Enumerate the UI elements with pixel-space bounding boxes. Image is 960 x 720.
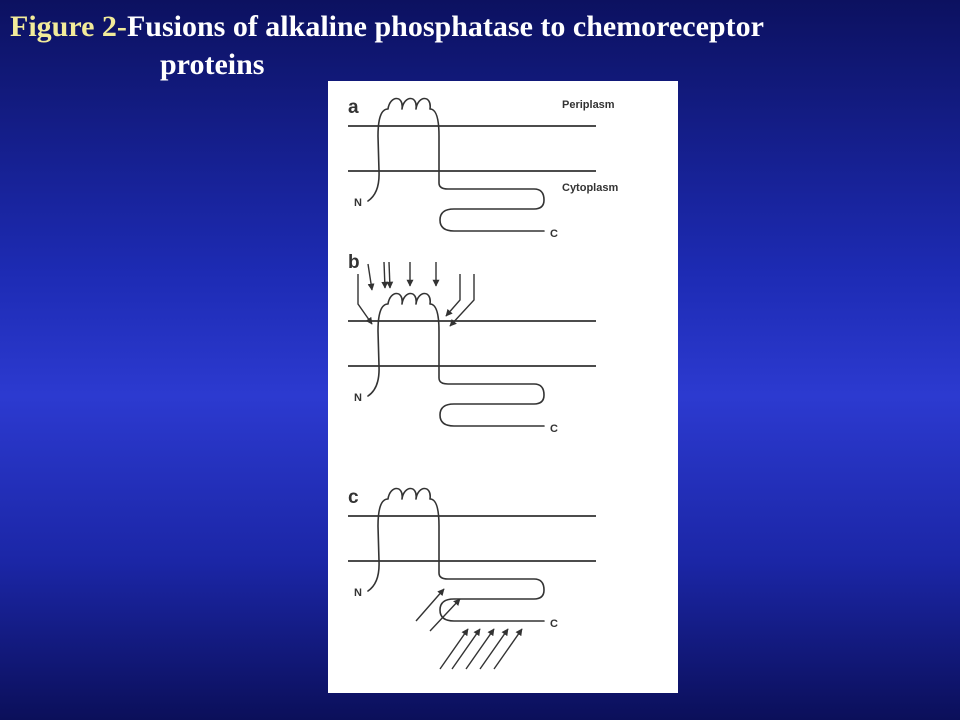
protein-chain — [367, 487, 545, 622]
n-terminus-label: N — [354, 197, 362, 209]
diagram-c: c N C — [348, 487, 596, 670]
title-text: Fusions of alkaline phosphatase to chemo… — [126, 10, 764, 43]
cytoplasm-label: Cytoplasm — [562, 182, 618, 194]
fusion-site-arrows — [357, 261, 475, 327]
topology-diagram: a Periplasm Cytoplasm N C b N C — [348, 97, 618, 670]
c-terminus-label: C — [550, 423, 558, 435]
slide-title: Figure 2-Fusions of alkaline phosphatase… — [10, 8, 950, 84]
c-terminus-label: C — [550, 618, 558, 630]
figure-panel: a Periplasm Cytoplasm N C b N C — [328, 81, 678, 693]
diagram-b: b N C — [348, 252, 596, 435]
fusion-site-arrows — [415, 588, 523, 670]
title-line-2: proteins — [160, 48, 265, 81]
n-terminus-label: N — [354, 392, 362, 404]
title-line-1: Figure 2-Fusions of alkaline phosphatase… — [10, 8, 950, 46]
protein-chain — [367, 97, 545, 232]
c-terminus-label: C — [550, 228, 558, 240]
panel-label-a: a — [348, 97, 359, 118]
n-terminus-label: N — [354, 587, 362, 599]
panel-label-c: c — [348, 487, 359, 508]
protein-chain — [367, 292, 545, 427]
panel-label-b: b — [348, 252, 360, 273]
periplasm-label: Periplasm — [562, 99, 615, 111]
figure-number: Figure 2- — [10, 10, 127, 43]
diagram-a: a Periplasm Cytoplasm N C — [348, 97, 618, 240]
